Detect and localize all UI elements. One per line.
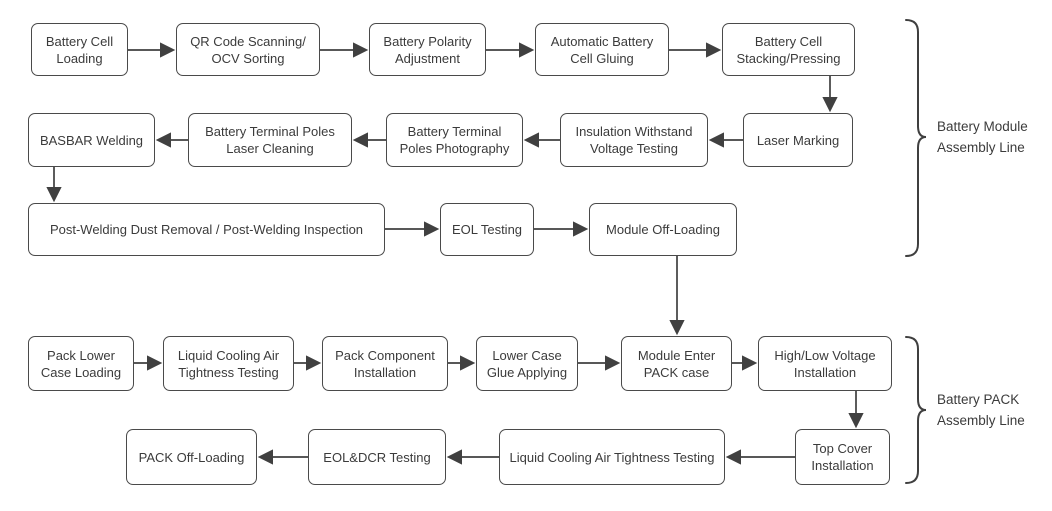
node-module-enter-pack-case: Module Enter PACK case xyxy=(621,336,732,391)
node-battery-cell-stacking-pressing: Battery Cell Stacking/Pressing xyxy=(722,23,855,76)
node-battery-terminal-poles-laser-cleaning: Battery Terminal Poles Laser Cleaning xyxy=(188,113,352,167)
node-liquid-cooling-air-tightness-testing-pack: Liquid Cooling Air Tightness Testing xyxy=(163,336,294,391)
node-liquid-cooling-air-tightness-testing-final: Liquid Cooling Air Tightness Testing xyxy=(499,429,725,485)
bracket-module-assembly-line xyxy=(905,19,927,257)
node-pack-lower-case-loading: Pack Lower Case Loading xyxy=(28,336,134,391)
node-pack-off-loading: PACK Off-Loading xyxy=(126,429,257,485)
node-lower-case-glue-applying: Lower Case Glue Applying xyxy=(476,336,578,391)
node-battery-polarity-adjustment: Battery Polarity Adjustment xyxy=(369,23,486,76)
node-eol-dcr-testing: EOL&DCR Testing xyxy=(308,429,446,485)
label-battery-pack-line1: Battery PACK xyxy=(937,392,1020,407)
node-qr-code-scanning-ocv-sorting: QR Code Scanning/ OCV Sorting xyxy=(176,23,320,76)
node-pack-component-installation: Pack Component Installation xyxy=(322,336,448,391)
node-module-off-loading: Module Off-Loading xyxy=(589,203,737,256)
bracket-pack-assembly-line xyxy=(905,336,927,484)
node-insulation-withstand-voltage-testing: Insulation Withstand Voltage Testing xyxy=(560,113,708,167)
node-post-welding-dust-removal-inspection: Post-Welding Dust Removal / Post-Welding… xyxy=(28,203,385,256)
label-battery-pack-assembly-line: Battery PACK Assembly Line xyxy=(937,389,1025,431)
label-battery-module-line2: Assembly Line xyxy=(937,140,1025,155)
node-battery-cell-loading: Battery Cell Loading xyxy=(31,23,128,76)
node-basbar-welding: BASBAR Welding xyxy=(28,113,155,167)
label-battery-pack-line2: Assembly Line xyxy=(937,413,1025,428)
node-high-low-voltage-installation: High/Low Voltage Installation xyxy=(758,336,892,391)
node-eol-testing: EOL Testing xyxy=(440,203,534,256)
node-battery-terminal-poles-photography: Battery Terminal Poles Photography xyxy=(386,113,523,167)
node-laser-marking: Laser Marking xyxy=(743,113,853,167)
node-automatic-battery-cell-gluing: Automatic Battery Cell Gluing xyxy=(535,23,669,76)
node-top-cover-installation: Top Cover Installation xyxy=(795,429,890,485)
label-battery-module-line1: Battery Module xyxy=(937,119,1028,134)
label-battery-module-assembly-line: Battery Module Assembly Line xyxy=(937,116,1028,158)
